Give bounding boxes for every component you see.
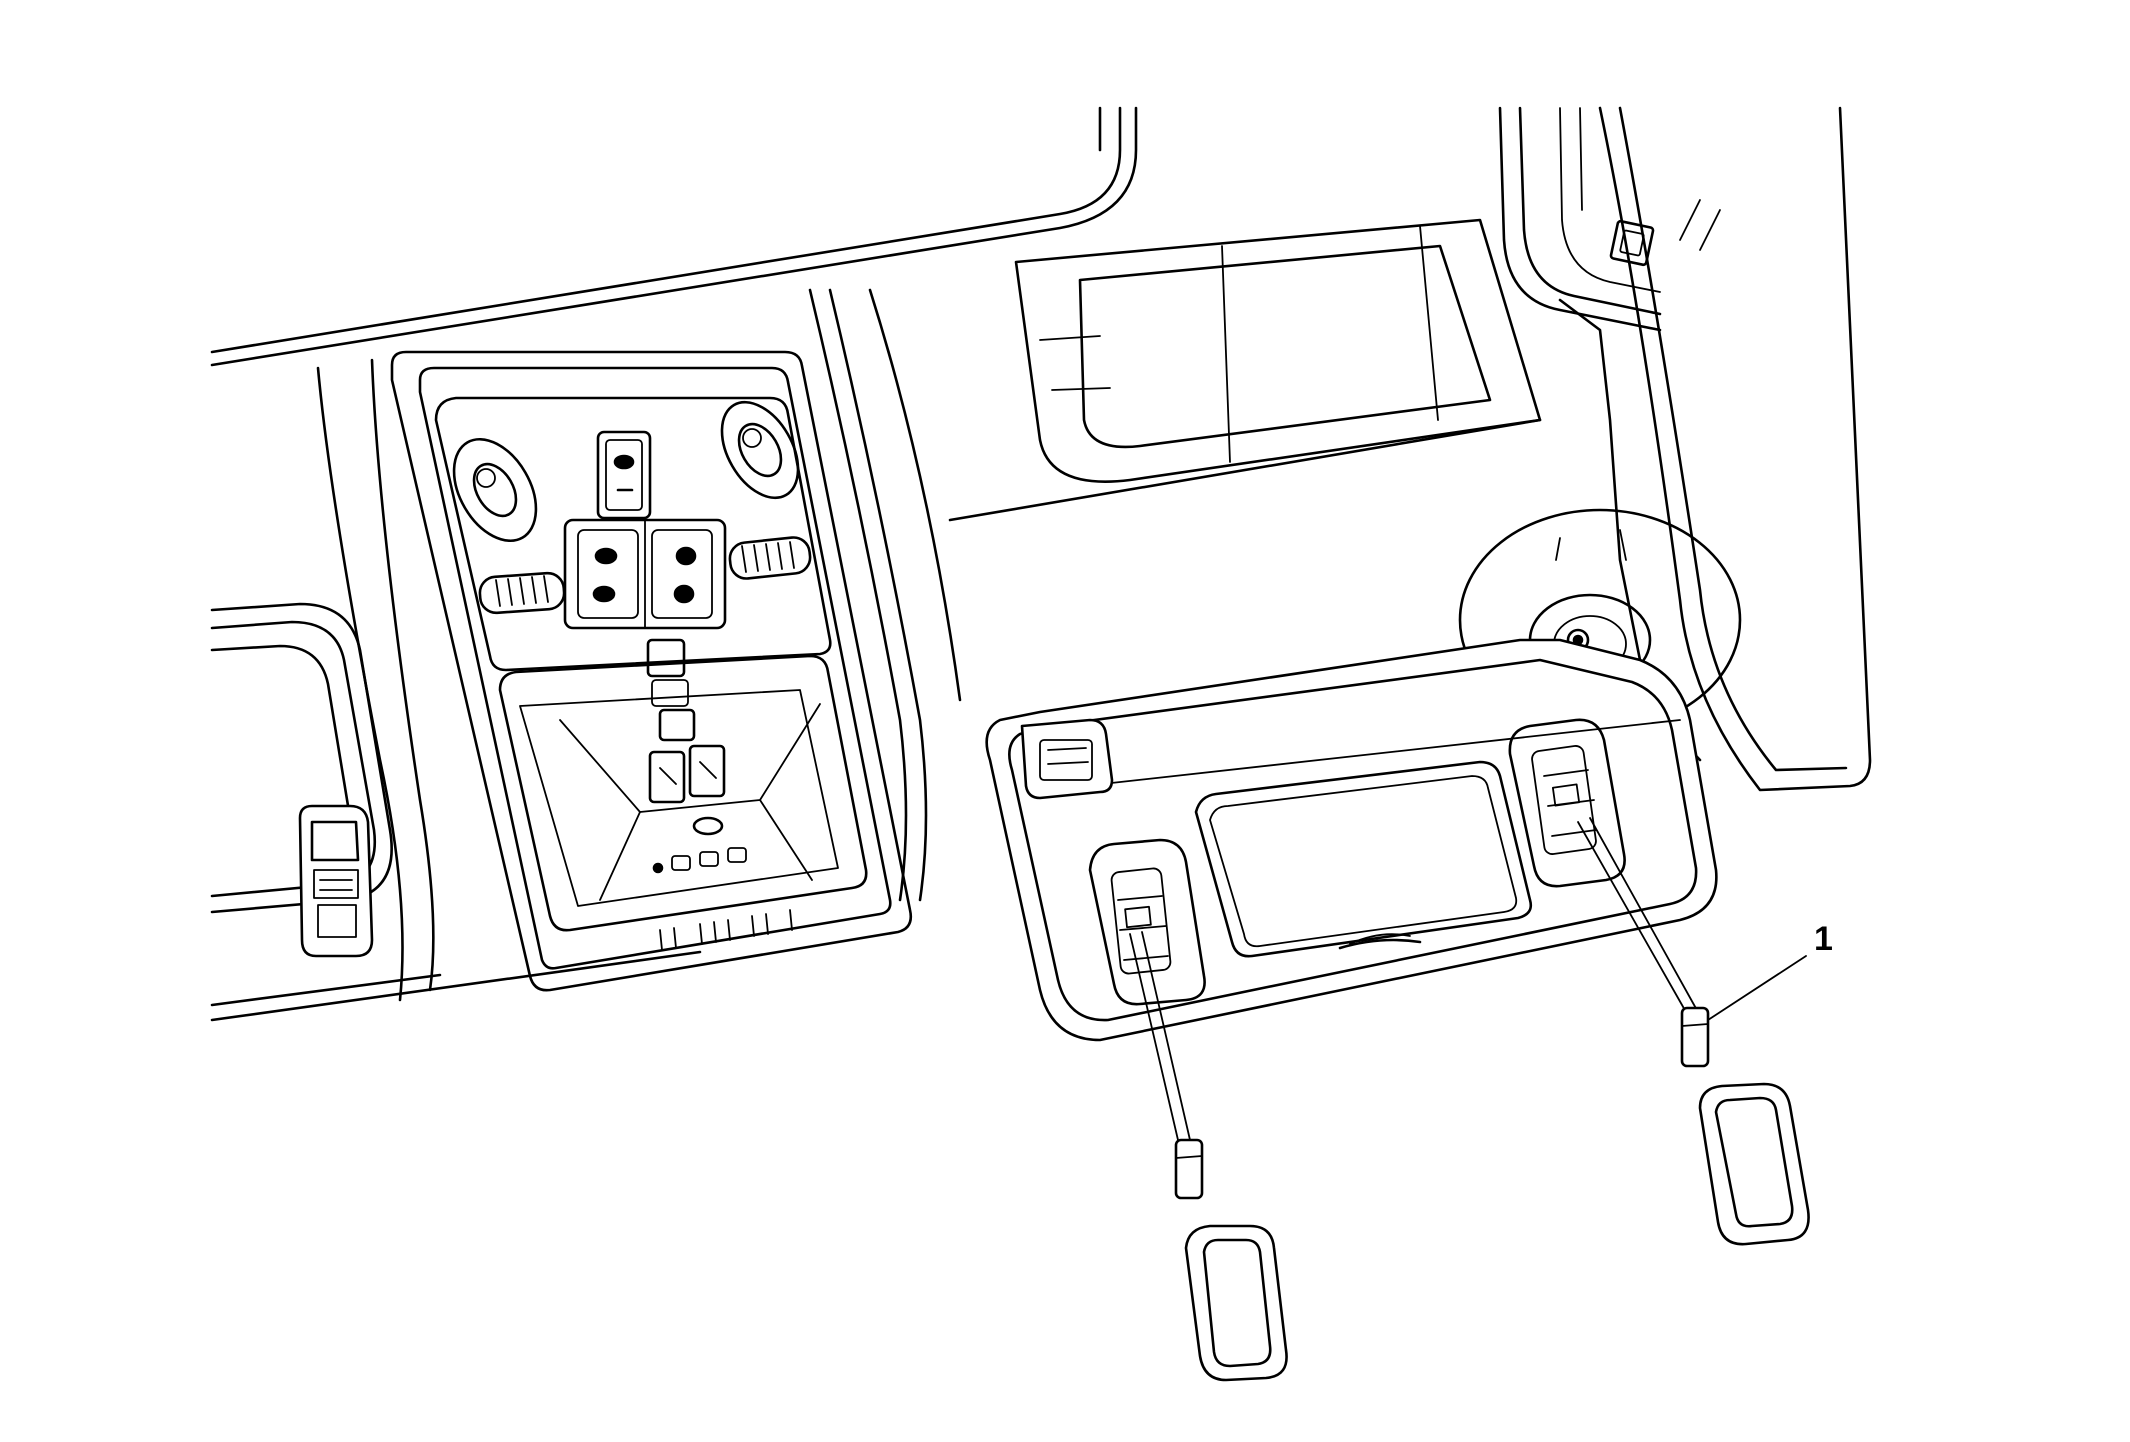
left-visor-clip bbox=[298, 804, 374, 958]
bulb-left bbox=[1174, 1138, 1204, 1200]
lens-left bbox=[1184, 1224, 1288, 1382]
rear-visor-panel bbox=[985, 638, 1718, 1042]
overhead-console bbox=[390, 350, 913, 992]
right-pillar-trim bbox=[1498, 106, 1872, 792]
callout-label-1: 1 bbox=[1814, 920, 1833, 958]
bulb-right bbox=[1680, 1006, 1710, 1068]
lens-right bbox=[1698, 1082, 1810, 1246]
callout-leader-1 bbox=[1707, 955, 1807, 1021]
leader-lines bbox=[1129, 817, 1699, 1141]
